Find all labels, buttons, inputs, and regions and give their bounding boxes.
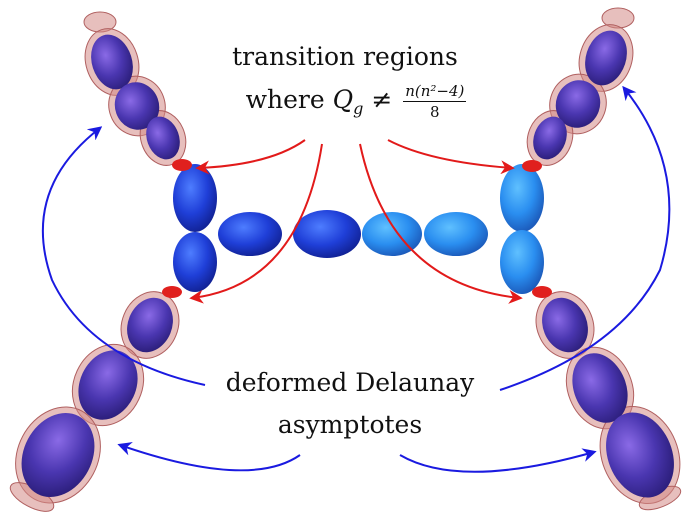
- symbol-Q: Q: [332, 85, 354, 114]
- subscript-g: g: [353, 99, 364, 118]
- blue-arrow-left-long: [41, 126, 206, 386]
- red-arrow-lower-right: [359, 143, 523, 304]
- fraction: n(n²−4) 8: [403, 82, 467, 121]
- arm-lower-right: [535, 291, 682, 511]
- transition-ring-lower-right: [532, 286, 552, 298]
- arm-lower-left: [9, 291, 180, 512]
- blue-arrow-left-short: [117, 442, 301, 472]
- arm-upper-left: [83, 11, 187, 166]
- neq-symbol: ≠: [371, 85, 393, 114]
- asymptote-label-line1: deformed Delaunay: [225, 368, 475, 397]
- transition-rings: [162, 159, 552, 298]
- red-arrow-lower-left: [189, 143, 323, 304]
- red-arrow-upper-left: [195, 139, 306, 175]
- transition-label-line2: where Qg ≠ n(n²−4) 8: [196, 82, 516, 121]
- arm-upper-right: [526, 7, 635, 166]
- transition-ring-lower-left: [162, 286, 182, 298]
- red-arrows: [189, 139, 523, 304]
- transition-where: where: [245, 85, 325, 114]
- transition-ring-upper-left: [172, 159, 192, 171]
- transition-label-line1: transition regions: [200, 42, 490, 71]
- fraction-numerator: n(n²−4): [403, 82, 467, 102]
- transition-ring-upper-right: [522, 160, 542, 172]
- blue-arrow-right-short: [399, 448, 597, 473]
- surface-core: [173, 164, 544, 294]
- transition-text: transition regions: [232, 42, 458, 71]
- blue-arrows: [41, 85, 671, 473]
- red-arrow-upper-right: [387, 139, 515, 175]
- fraction-denominator: 8: [430, 103, 440, 121]
- blue-arrow-right-long: [499, 85, 671, 391]
- asymptote-label-line2: asymptotes: [277, 410, 423, 439]
